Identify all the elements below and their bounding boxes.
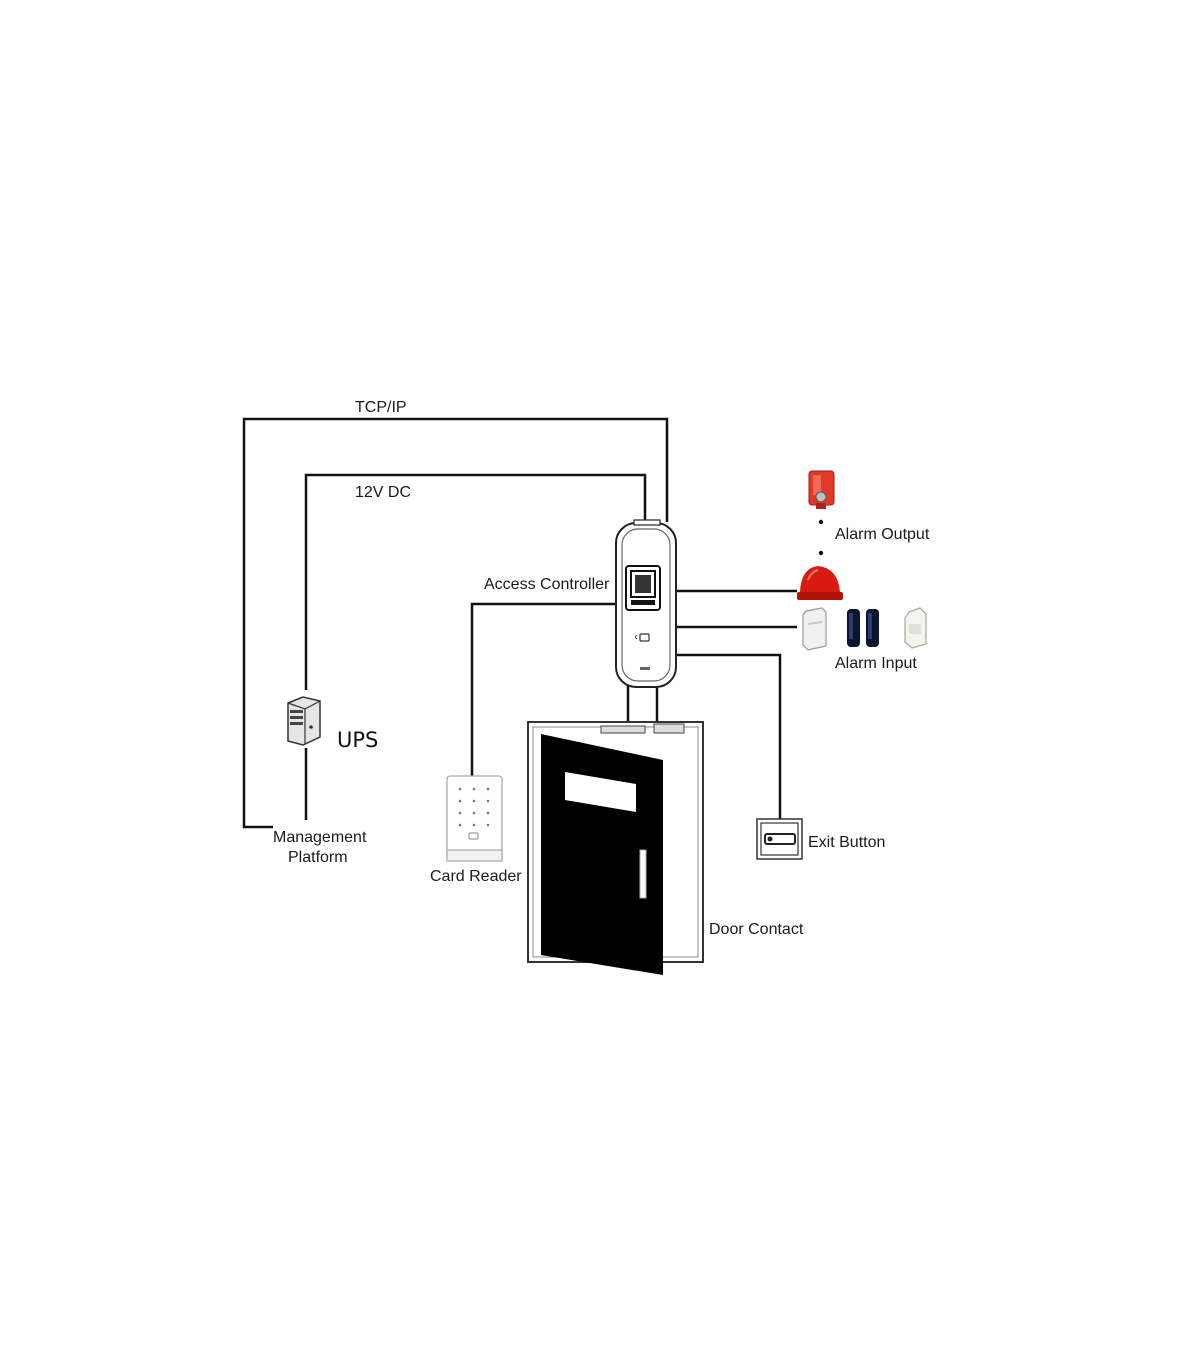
keypad-key — [472, 811, 476, 815]
management-platform-label-line1: Management — [273, 829, 367, 846]
alarm-output-label: Alarm Output — [835, 526, 930, 543]
door-contact-label: Door Contact — [709, 921, 804, 938]
siren-alarm-icon — [808, 470, 835, 525]
keypad-key — [472, 787, 476, 791]
fingerprint-access-controller-icon — [615, 519, 677, 688]
exit-button-label: Exit Button — [808, 834, 885, 851]
door-icon — [527, 721, 704, 975]
management-platform-label-line2: Platform — [288, 849, 348, 866]
pir-sensor-icon — [802, 607, 827, 651]
dc-12v-line — [304, 473, 647, 690]
card-reader-line — [470, 602, 615, 776]
keypad-key — [458, 823, 462, 827]
keypad-key — [486, 811, 490, 815]
tcpip-line — [242, 417, 669, 829]
card-reader-label: Card Reader — [430, 868, 522, 885]
keypad-key — [486, 799, 490, 803]
keypad-key — [458, 811, 462, 815]
keypad-key — [458, 799, 462, 803]
access-controller-label: Access Controller — [484, 576, 610, 593]
keypad-key — [486, 823, 490, 827]
keypad-key — [472, 823, 476, 827]
keypad-key — [486, 787, 490, 791]
card-reader-keypad-icon — [446, 775, 503, 862]
ups-icon — [287, 696, 321, 746]
dc-12v-label: 12V DC — [355, 484, 411, 501]
exit-button-line — [676, 653, 782, 819]
wires — [242, 417, 797, 829]
strobe-light-icon — [797, 550, 843, 600]
smoke-detector-icon — [904, 607, 927, 649]
keypad-key — [458, 787, 462, 791]
alarm-input-label: Alarm Input — [835, 655, 917, 672]
keypad-key — [472, 799, 476, 803]
beam-detector-icon — [847, 609, 879, 647]
ups-label: UPS — [337, 728, 378, 752]
exit-button-icon — [756, 818, 803, 860]
tcpip-label: TCP/IP — [355, 399, 407, 416]
